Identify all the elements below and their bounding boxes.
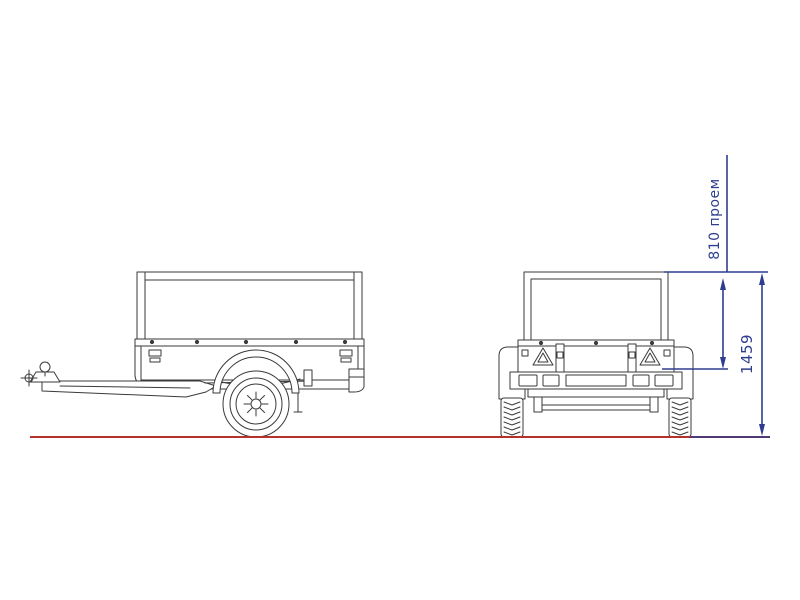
side-rear-light (348, 368, 365, 393)
rear-right-aux-light (632, 374, 650, 387)
side-rear-reflector (340, 357, 352, 363)
bolt (149, 339, 155, 345)
rear-left-triangle-reflector-inner (537, 352, 549, 363)
bolt (194, 339, 200, 345)
side-drawbar-rib (59, 385, 191, 389)
bolt (293, 339, 299, 345)
dim-opening-arrow-bottom (720, 357, 726, 369)
side-spring-bracket (303, 369, 313, 387)
rear-license-plate (565, 374, 627, 387)
side-fender (212, 349, 300, 394)
side-view (20, 271, 365, 438)
side-rear-latch (339, 349, 353, 357)
bolt (243, 339, 249, 345)
side-hub-star (243, 391, 269, 417)
side-coupler-head (29, 371, 61, 383)
bolt (538, 340, 544, 346)
dimensions: 810 проем 1459 (662, 155, 770, 438)
dim-opening-arrow-top (720, 278, 726, 290)
side-tarp-frame-inner (144, 279, 355, 340)
rear-left-corner-latch (521, 349, 529, 357)
rear-left-aux-light (542, 374, 560, 387)
dim-opening-label: 810 проем (707, 178, 723, 259)
dim-height-label: 1459 (738, 334, 756, 374)
side-front-latch (148, 349, 162, 357)
rear-tarp-frame-outer (523, 271, 669, 347)
rear-left-light (518, 374, 538, 387)
rear-left-triangle-reflector (532, 347, 554, 366)
rear-lower-frame (527, 388, 665, 398)
rear-left-stand (533, 396, 543, 413)
rear-right-latch (628, 351, 636, 359)
rear-right-triangle-reflector-inner (644, 352, 656, 363)
rear-right-tire-tread (671, 401, 689, 436)
side-rim-inner (235, 383, 277, 425)
dim-height-arrow-top (759, 273, 765, 285)
bolt (342, 339, 348, 345)
side-front-reflector (149, 357, 161, 363)
side-tire (222, 370, 290, 438)
rear-left-tire-tread (503, 401, 521, 436)
rear-view (498, 271, 694, 438)
side-hub (250, 398, 262, 410)
bolt (593, 340, 599, 346)
bolt (649, 340, 655, 346)
rear-left-latch (556, 351, 564, 359)
rear-right-corner-latch (663, 349, 671, 357)
side-drawbar (41, 380, 217, 398)
rear-right-light (654, 374, 674, 387)
side-coupler-handle (39, 361, 51, 373)
side-rim-outer (229, 377, 283, 431)
rear-tarp-frame-inner (530, 278, 662, 341)
dim-height-arrow-bottom (759, 424, 765, 436)
rear-right-triangle-reflector (639, 347, 661, 366)
side-tarp-frame-outer (136, 271, 363, 347)
rear-right-stand (649, 396, 659, 413)
